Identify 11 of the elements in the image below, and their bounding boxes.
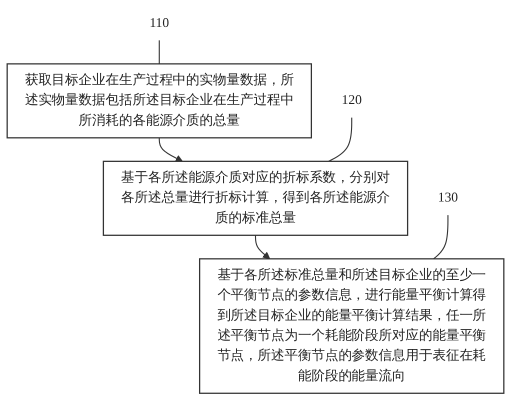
arrow [158, 138, 183, 162]
node-text: 130 [438, 190, 458, 206]
node-box: 基于各所述标准总量和所述目标企业的至少一个平衡节点的参数信息，进行能量平衡计算得到所述目标企业的能量平衡计算结果，任一所述平衡节点为一个耗能阶段所对应的能量平衡节点，所述平衡节点的参数信息用于表征在耗能阶段的能量流向 [199, 258, 504, 394]
connector [158, 40, 160, 64]
connector [328, 118, 352, 162]
node-box: 基于各所述能源介质对应的折标系数，分别对各所述总量进行折标计算，得到各所述能源介质的标准总量 [102, 160, 408, 236]
arrow [254, 235, 270, 260]
node-text: 120 [342, 93, 362, 108]
connector [433, 215, 448, 260]
node-box: 获取目标企业在生产过程中的实物量数据，所述实物量数据包括所述目标企业在生产过程中所消耗的各能源介质的总量 [6, 63, 312, 138]
node-text: 110 [149, 16, 170, 30]
